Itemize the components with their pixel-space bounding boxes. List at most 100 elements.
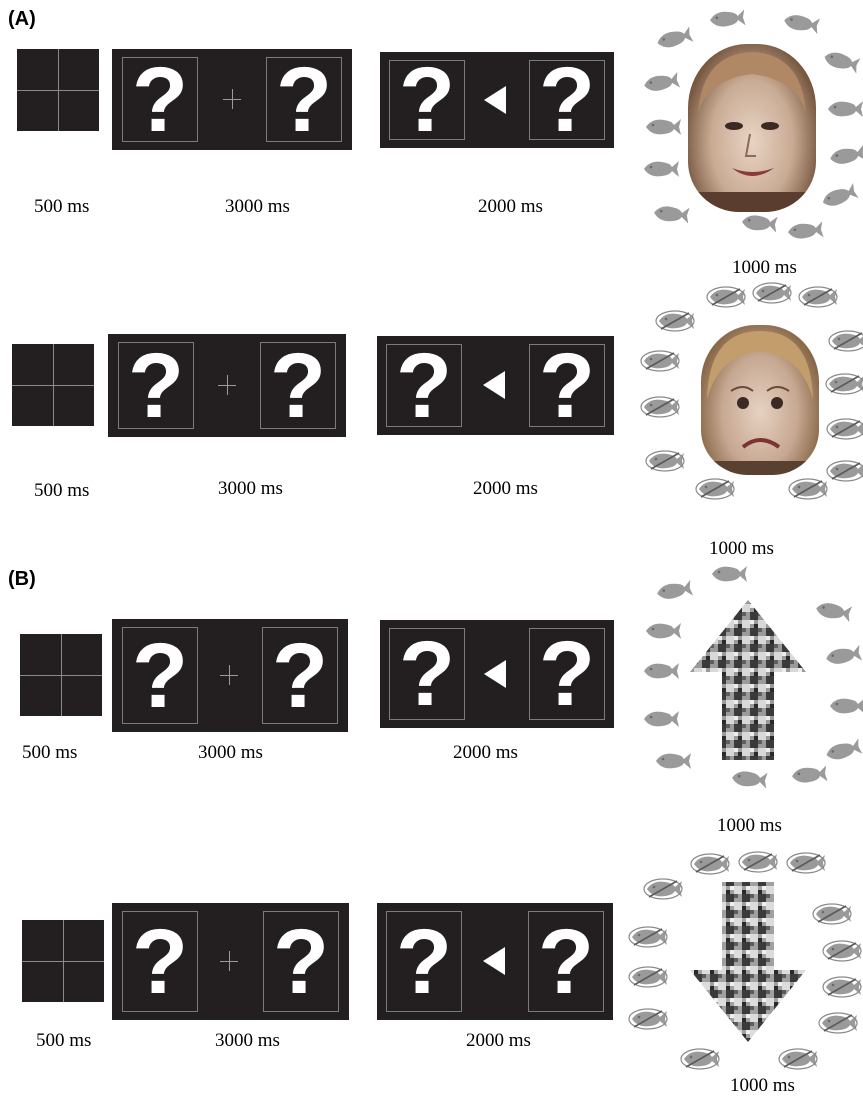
question-mark: ? (539, 340, 595, 432)
question-box-right: ? (260, 342, 336, 429)
fish-icon (818, 45, 862, 77)
crossed-fish-icon (786, 852, 826, 874)
fish-icon (705, 6, 747, 31)
crossed-fish-icon (695, 478, 735, 500)
fixation-time: 500 ms (34, 196, 89, 218)
crossed-fish-icon (640, 396, 680, 418)
panel-label-a: (A) (8, 8, 36, 31)
crossed-fish-icon (788, 478, 828, 500)
question-box-left: ? (122, 911, 198, 1012)
crossed-fish-icon (826, 460, 863, 482)
happy-face-image (688, 44, 816, 212)
outcome-time: 1000 ms (730, 1075, 795, 1097)
question-mark: ? (273, 916, 329, 1008)
question-box-left: ? (386, 911, 462, 1012)
question-mark: ? (276, 54, 332, 146)
fixation-screen (17, 49, 99, 131)
crossed-fish-icon (826, 418, 863, 440)
fish-icon (824, 142, 863, 171)
question-box-left: ? (122, 627, 198, 724)
fish-icon (820, 642, 863, 671)
fish-icon (642, 116, 682, 138)
fish-icon (783, 218, 825, 243)
crossed-fish-icon (690, 853, 730, 875)
question-box-left: ? (122, 57, 198, 142)
question-mark: ? (396, 340, 452, 432)
question-box-left: ? (389, 60, 465, 140)
left-cue-arrow (484, 86, 506, 114)
crossed-fish-icon (812, 903, 852, 925)
fish-icon (826, 695, 863, 717)
fixation-cross (218, 375, 236, 395)
question-mark: ? (399, 54, 455, 146)
cue-time: 2000 ms (473, 478, 538, 500)
fixation-time: 500 ms (34, 480, 89, 502)
down-arrow-icon (686, 878, 810, 1046)
left-cue-arrow (484, 660, 506, 688)
question-box-right: ? (529, 628, 605, 720)
question-box-left: ? (386, 344, 462, 427)
question-mark: ? (399, 628, 455, 720)
fixation-cross (220, 951, 238, 971)
fish-icon (640, 158, 680, 180)
fish-icon (638, 69, 681, 98)
crossed-fish-icon (738, 851, 778, 873)
fish-icon (727, 766, 769, 791)
fish-icon (824, 98, 863, 120)
fixation-screen (22, 920, 104, 1002)
left-cue-arrow (483, 371, 505, 399)
panel-label-b: (B) (8, 568, 36, 591)
question-mark: ? (132, 916, 188, 1008)
question-box-right: ? (266, 57, 342, 142)
fish-icon (778, 9, 821, 38)
fish-icon (787, 762, 829, 787)
crossed-fish-icon (822, 976, 862, 998)
crossed-fish-icon (645, 450, 685, 472)
outcome-time: 1000 ms (709, 538, 774, 560)
question-mark: ? (539, 628, 595, 720)
fixation-cross (220, 665, 238, 685)
choice-screen: ? ? (112, 49, 352, 150)
choice-time: 3000 ms (198, 742, 263, 764)
question-box-right: ? (263, 911, 339, 1012)
fixation-cross (223, 89, 241, 109)
outcome-time: 1000 ms (732, 257, 797, 279)
question-box-left: ? (389, 628, 465, 720)
crossed-fish-icon (825, 373, 863, 395)
crossed-fish-icon (640, 350, 680, 372)
question-box-right: ? (529, 60, 605, 140)
happy-face-icon (688, 44, 816, 212)
sad-face-icon (701, 325, 819, 475)
crossed-fish-icon (818, 1012, 858, 1034)
question-box-right: ? (528, 911, 604, 1012)
fish-icon (652, 750, 692, 772)
fish-icon (640, 660, 680, 682)
up-arrow-icon (686, 596, 810, 764)
question-box-right: ? (529, 344, 605, 427)
choice-time: 3000 ms (225, 196, 290, 218)
fish-icon (640, 708, 680, 730)
question-mark: ? (132, 54, 188, 146)
crossed-fish-icon (628, 966, 668, 988)
crossed-fish-icon (798, 286, 838, 308)
choice-screen: ? ? (112, 903, 349, 1020)
crossed-fish-icon (822, 940, 862, 962)
choice-time: 3000 ms (215, 1030, 280, 1052)
fish-icon (708, 563, 748, 585)
crossed-fish-icon (706, 286, 746, 308)
fixation-screen (20, 634, 102, 716)
question-mark: ? (270, 340, 326, 432)
question-mark: ? (396, 916, 452, 1008)
question-mark: ? (538, 916, 594, 1008)
cue-time: 2000 ms (478, 196, 543, 218)
crossed-fish-icon (628, 1008, 668, 1030)
crossed-fish-icon (778, 1048, 818, 1070)
question-mark: ? (272, 630, 328, 722)
cue-screen: ? ? (380, 52, 614, 148)
crossed-fish-icon (655, 310, 695, 332)
fish-icon (810, 597, 853, 626)
left-cue-arrow (483, 947, 505, 975)
choice-time: 3000 ms (218, 478, 283, 500)
crossed-fish-icon (752, 282, 792, 304)
